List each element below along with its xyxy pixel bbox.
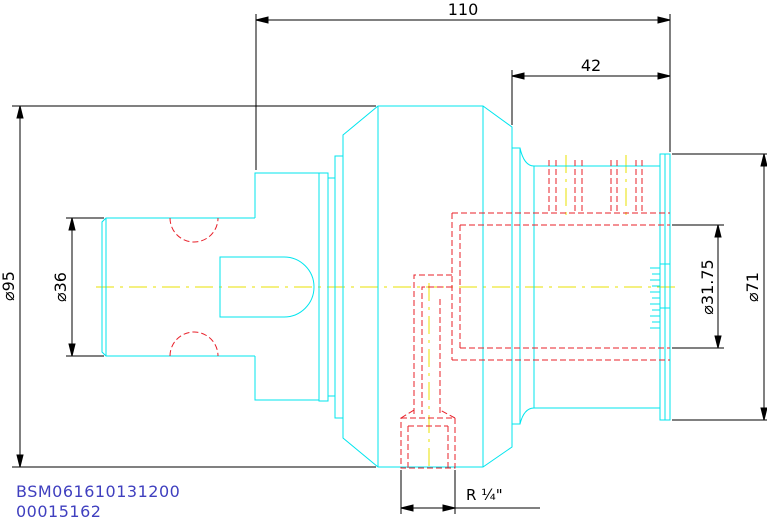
part-number: BSM061610131200 [16, 482, 181, 501]
dim-110-arrow-left [255, 16, 269, 24]
dim-36-arrow-bottom [68, 343, 76, 357]
end-serration [650, 267, 660, 329]
serial-number: 00015162 [16, 502, 102, 521]
shank-body [101, 217, 255, 357]
dim-95-arrow-top [16, 105, 24, 119]
dim-36-label: ⌀36 [51, 272, 70, 302]
thread-port-chamfer-l [400, 409, 415, 419]
coolant-channel-inner [421, 286, 452, 414]
dim-71-arrow-bottom [760, 407, 767, 421]
main-body [342, 105, 513, 468]
dim-42-arrow-left [511, 72, 525, 80]
thread-port [400, 417, 456, 469]
dim-3175-arrow-bottom [714, 335, 722, 349]
thread-port-chamfer-r [439, 409, 456, 419]
neck-transition [519, 147, 535, 425]
dimension-lines [12, 14, 767, 514]
shank-groove-bottom [169, 331, 219, 357]
dim-thread-arrow-right [442, 504, 456, 512]
dim-110-arrow-right [657, 16, 671, 24]
dim-thread-label: R ¼" [466, 486, 503, 504]
neck-ring [511, 147, 521, 425]
part-outline [101, 105, 671, 468]
shank-groove-top [169, 217, 219, 243]
dim-95-arrow-bottom [16, 454, 24, 468]
dim-42-arrow-right [657, 72, 671, 80]
dim-95-label: ⌀95 [0, 271, 18, 301]
dim-3175-label: ⌀31.75 [698, 259, 717, 314]
hidden-lines [169, 160, 670, 469]
coolant-channel-outer [413, 274, 452, 414]
dim-thread-arrow-left [400, 504, 414, 512]
dim-36-arrow-top [68, 217, 76, 231]
dim-42-label: 42 [581, 56, 601, 75]
dim-3175-arrow-top [714, 224, 722, 238]
center-lines [96, 155, 680, 470]
dim-71-arrow-top [760, 153, 767, 167]
dim-110-label: 110 [448, 0, 479, 19]
dim-71-label: ⌀71 [743, 272, 762, 302]
drive-key [219, 256, 315, 318]
